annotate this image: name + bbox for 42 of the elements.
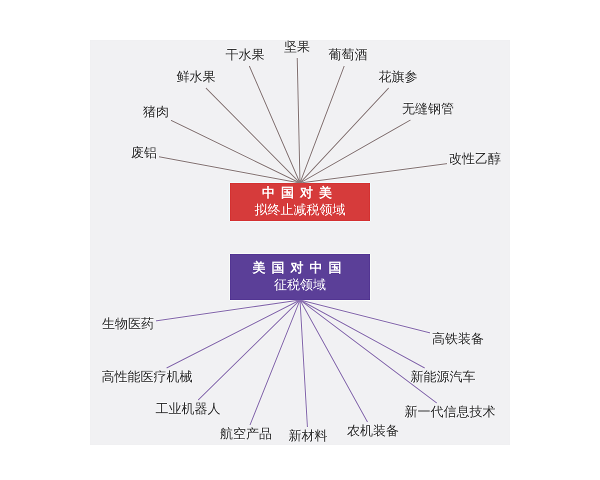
connector-line [300, 300, 368, 422]
category-label: 高铁装备 [432, 332, 484, 348]
box-subtitle: 征税领域 [274, 277, 326, 294]
box-subtitle: 拟终止减税领域 [254, 202, 346, 219]
connector-line [250, 300, 300, 426]
connector-line [205, 88, 300, 184]
category-label: 干水果 [226, 48, 264, 64]
category-label: 高性能医疗机械 [102, 370, 192, 386]
connector-line [166, 300, 300, 368]
connector-line [300, 88, 390, 184]
connector-line [156, 300, 300, 322]
connector-line [296, 58, 300, 184]
connector-line [248, 66, 300, 184]
connector-line [300, 66, 345, 184]
connector-line [300, 120, 411, 184]
category-label: 新材料 [288, 429, 328, 445]
connector-line [300, 300, 430, 334]
category-label: 生物医药 [102, 317, 154, 333]
category-label: 鲜水果 [176, 70, 216, 86]
category-label: 新能源汽车 [410, 370, 476, 386]
connector-line [198, 300, 300, 400]
connector-line [158, 156, 300, 184]
connector-line [300, 300, 308, 428]
category-label: 废铝 [131, 146, 157, 162]
category-label: 无缝钢管 [402, 102, 454, 118]
box-heading: 中国对美 [262, 185, 338, 202]
category-label: 改性乙醇 [449, 152, 501, 168]
category-label: 葡萄酒 [328, 48, 368, 64]
category-label: 新一代信息技术 [404, 405, 496, 421]
category-label: 农机装备 [347, 424, 399, 440]
connector-line [300, 300, 438, 404]
category-label: 工业机器人 [156, 402, 220, 418]
connector-line [300, 300, 426, 368]
connector-line [300, 163, 448, 184]
category-label: 坚果 [284, 40, 310, 56]
box-heading: 美国对中国 [252, 260, 348, 277]
connector-line [170, 120, 300, 184]
title-box [230, 183, 370, 221]
title-box [230, 254, 370, 300]
category-label: 航空产品 [220, 427, 272, 443]
category-label: 花旗参 [378, 70, 418, 86]
category-label: 猪肉 [143, 105, 169, 121]
